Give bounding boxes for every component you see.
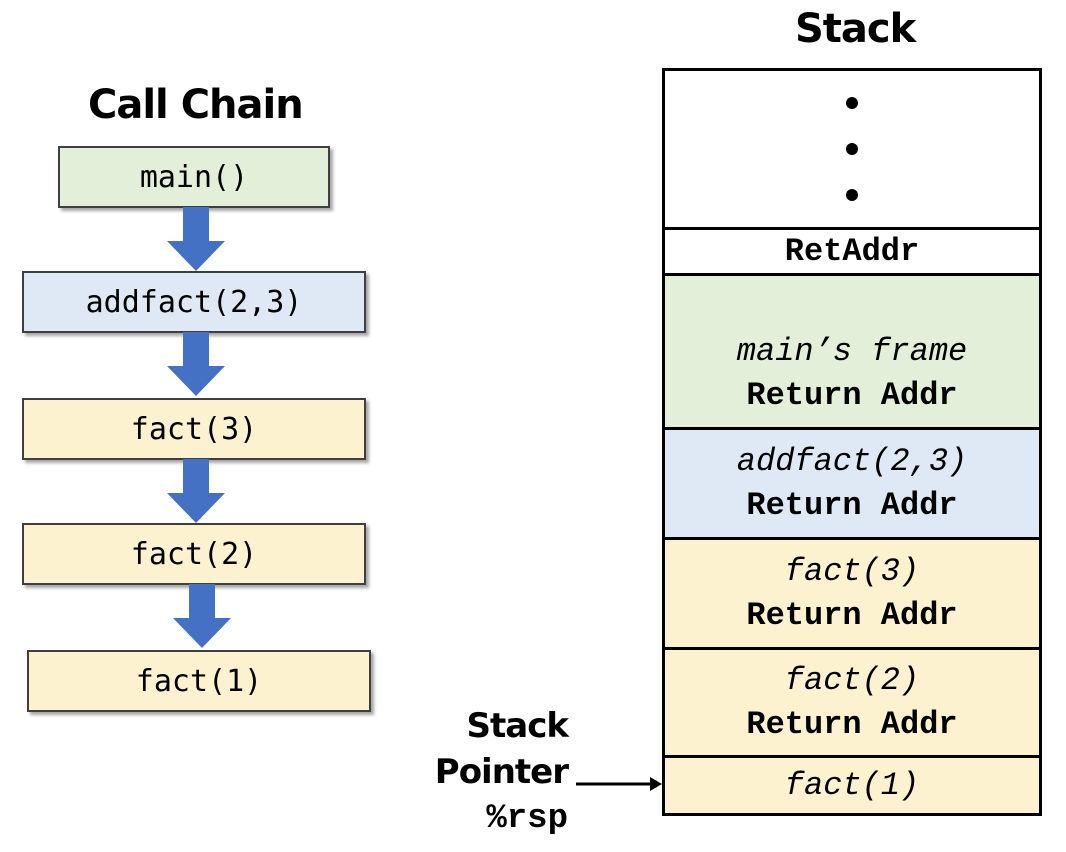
frame-label: fact(2) xyxy=(784,661,920,699)
down-arrow-icon xyxy=(173,584,231,648)
rsp-register-label: %rsp xyxy=(486,800,568,838)
call-chain-title: Call Chain xyxy=(88,82,304,128)
call-box-fact-1: fact(1) xyxy=(27,650,371,712)
ellipsis-dot-icon xyxy=(846,189,858,201)
stack-frame-fact-2: fact(2) Return Addr xyxy=(665,647,1039,755)
call-box-fact-2: fact(2) xyxy=(22,523,366,585)
ellipsis-dot-icon xyxy=(846,143,858,155)
stack-frame-fact-1: fact(1) xyxy=(665,755,1039,813)
down-arrow-icon xyxy=(167,459,225,523)
frame-label: fact(1) xyxy=(784,766,920,804)
pointer-arrow-icon xyxy=(576,777,662,791)
down-arrow-icon xyxy=(167,207,225,271)
retaddr-label: RetAddr xyxy=(784,232,920,270)
stack-pointer-label-line2: Pointer xyxy=(434,752,569,792)
return-addr-label: Return Addr xyxy=(746,486,958,524)
stack-frame-fact-3: fact(3) Return Addr xyxy=(665,537,1039,647)
stack-title: Stack xyxy=(795,6,916,52)
frame-label: main’s frame xyxy=(736,332,968,370)
frame-label: addfact(2,3) xyxy=(736,442,968,480)
return-addr-label: Return Addr xyxy=(746,376,958,414)
return-addr-label: Return Addr xyxy=(746,705,958,743)
stack-pointer-label-line1: Stack xyxy=(466,706,569,746)
ellipsis-dot-icon xyxy=(846,97,858,109)
stack: RetAddr main’s frame Return Addr addfact… xyxy=(662,68,1042,816)
down-arrow-icon xyxy=(167,332,225,396)
call-box-addfact: addfact(2,3) xyxy=(22,271,366,333)
stack-cell-retaddr: RetAddr xyxy=(665,227,1039,273)
frame-label: fact(3) xyxy=(784,552,920,590)
return-addr-label: Return Addr xyxy=(746,596,958,634)
stack-ellipsis xyxy=(665,71,1039,227)
call-box-main: main() xyxy=(58,146,330,208)
stack-frame-addfact: addfact(2,3) Return Addr xyxy=(665,427,1039,537)
stack-frame-main: main’s frame Return Addr xyxy=(665,273,1039,427)
call-box-fact-3: fact(3) xyxy=(22,398,366,460)
